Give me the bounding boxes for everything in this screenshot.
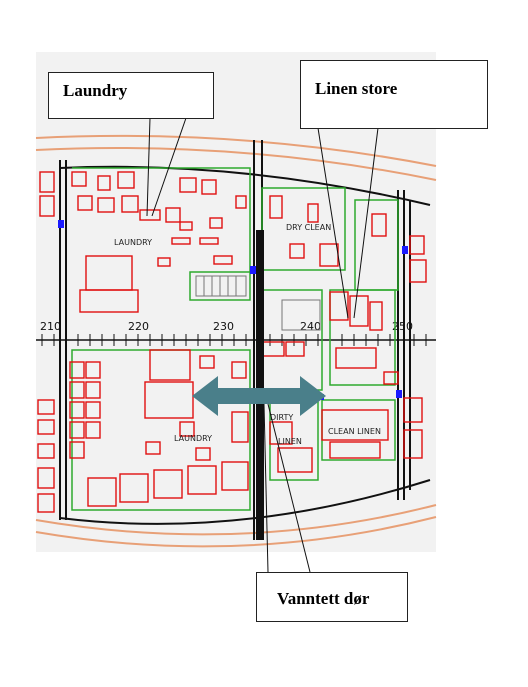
door-arrow bbox=[192, 376, 326, 416]
equipment-upper-laundry bbox=[39, 171, 247, 313]
callout-leaders bbox=[146, 117, 379, 573]
frame-tick-210: 210 bbox=[40, 320, 61, 333]
frame-tick-230: 230 bbox=[213, 320, 234, 333]
equipment-linen-areas bbox=[261, 195, 427, 473]
plan-label-clean-linen: CLEAN LINEN bbox=[328, 427, 381, 436]
equipment-lower-laundry bbox=[37, 349, 249, 513]
frame-axis-ticks bbox=[41, 334, 427, 346]
plan-label-linen: LINEN bbox=[278, 437, 302, 446]
hull-lines bbox=[35, 134, 437, 548]
callout-watertight-door-text: Vanntett dør bbox=[277, 589, 370, 608]
plan-label-laundry-lower: LAUNDRY bbox=[174, 434, 212, 443]
plan-label-dirty: DIRTY bbox=[270, 413, 293, 422]
plan-label-laundry-upper: LAUNDRY bbox=[114, 238, 152, 247]
callout-watertight-door: Vanntett dør bbox=[256, 572, 408, 622]
frame-tick-240: 240 bbox=[300, 320, 321, 333]
frame-tick-250: 250 bbox=[392, 320, 413, 333]
stair-fixtures bbox=[195, 275, 321, 331]
callout-laundry-text: Laundry bbox=[63, 81, 128, 100]
callout-linen-store-text: Linen store bbox=[315, 79, 398, 98]
plan-label-dry-clean: DRY CLEAN bbox=[286, 223, 331, 232]
callout-linen-store: Linen store bbox=[300, 60, 488, 129]
callout-laundry: Laundry bbox=[48, 72, 214, 119]
watertight-door bbox=[256, 230, 264, 540]
frame-tick-220: 220 bbox=[128, 320, 149, 333]
